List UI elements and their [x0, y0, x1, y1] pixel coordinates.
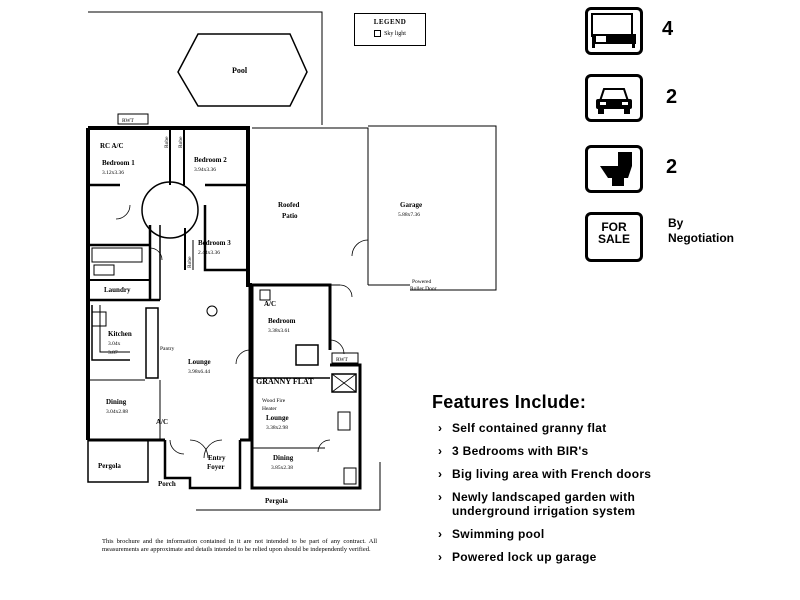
price-by: By — [668, 216, 684, 230]
bedrooms-count: 4 — [662, 18, 674, 40]
kitchen-dim-1: 3.04x — [108, 341, 121, 347]
rwt-right-label: RWT — [336, 357, 349, 363]
roofed-label: Roofed — [278, 201, 299, 209]
price-note: By Negotiation — [668, 216, 734, 246]
feature-item: Powered lock up garage — [438, 550, 762, 564]
gf-lounge-label: Lounge — [266, 414, 289, 422]
gf-heater-label: Heater — [262, 406, 277, 412]
features-heading: Features Include: — [432, 392, 587, 412]
garage-label: Garage — [400, 201, 422, 209]
feature-item: 3 Bedrooms with BIR's — [438, 444, 762, 458]
bathrooms-count: 2 — [666, 156, 678, 178]
gf-bedroom-dim: 3.38x3.61 — [268, 328, 290, 334]
feature-item: Swimming pool — [438, 527, 762, 541]
dining-dim: 3.04x2.88 — [106, 409, 128, 415]
pool-outline — [177, 33, 308, 107]
legend-row: Sky light — [355, 30, 425, 37]
bedroom1-dim: 3.12x3.36 — [102, 170, 124, 176]
toilet-icon — [585, 145, 643, 193]
bedroom2-label: Bedroom 2 — [194, 156, 227, 164]
car-icon — [585, 74, 643, 122]
ac-label: A/C — [156, 418, 168, 426]
garage-dim: 5.88x7.36 — [398, 212, 420, 218]
entry-label: Entry — [208, 454, 226, 462]
granny-ac-label: A/C — [264, 300, 276, 308]
legend-skylight-label: Sky light — [384, 30, 406, 37]
laundry-label: Laundry — [104, 286, 131, 294]
feature-item: Newly landscaped garden with underground… — [438, 490, 682, 518]
gf-dining-dim: 3.85x2.38 — [271, 465, 293, 471]
kitchen-label: Kitchen — [108, 330, 132, 338]
dining-label: Dining — [106, 398, 127, 406]
rc-ac-label: RC A/C — [100, 142, 124, 150]
skylight-legend-icon — [374, 30, 382, 37]
lounge-dim: 3.98x6.44 — [188, 369, 210, 375]
legend-title: LEGEND — [373, 18, 407, 26]
roller-door-label: Roller Door — [410, 286, 437, 292]
kitchen-dim-2: 3.87 — [108, 350, 118, 356]
robe-label-1: Robe — [164, 136, 170, 148]
garage-count: 2 — [666, 86, 678, 108]
pergola-bottom-label: Pergola — [265, 497, 288, 505]
for-sale-sign-icon: FOR SALE — [585, 212, 643, 262]
robe-label-2: Robe — [178, 136, 184, 148]
pergola-left-label: Pergola — [98, 462, 121, 470]
foyer-label: Foyer — [207, 463, 225, 471]
bedroom3-dim: 2.44x3.36 — [198, 250, 220, 256]
gf-lounge-dim: 3.38x2.98 — [266, 425, 288, 431]
gf-dining-label: Dining — [273, 454, 294, 462]
pool-label: Pool — [232, 66, 248, 75]
robe-label-3: Robe — [187, 256, 193, 268]
disclaimer-text: This brochure and the information contai… — [102, 538, 377, 553]
feature-item: Big living area with French doors — [438, 467, 762, 481]
bedroom1-label: Bedroom 1 — [102, 159, 135, 167]
gf-woodfire-label: Wood Fire — [262, 398, 286, 404]
patio-label: Patio — [282, 212, 298, 220]
rwt-top-label: RWT — [122, 118, 135, 124]
pantry-label: Pantry — [160, 346, 175, 352]
bed-icon — [585, 7, 643, 55]
powered-label: Powered — [412, 279, 431, 285]
bedroom2-dim: 3.94x3.36 — [194, 167, 216, 173]
granny-flat-label: GRANNY FLAT — [256, 377, 314, 386]
bedroom3-label: Bedroom 3 — [198, 239, 231, 247]
price-negotiation: Negotiation — [668, 231, 734, 245]
features-section: Features Include: Self contained granny … — [432, 392, 762, 573]
legend-box: LEGEND Sky light — [354, 13, 426, 46]
for-sale-line2: SALE — [597, 232, 630, 246]
features-list: Self contained granny flat 3 Bedrooms wi… — [432, 421, 762, 564]
lounge-label: Lounge — [188, 358, 211, 366]
feature-item: Self contained granny flat — [438, 421, 762, 435]
for-sale-line1: FOR — [601, 220, 627, 234]
porch-label: Porch — [158, 480, 176, 488]
gf-bedroom-label: Bedroom — [268, 317, 296, 325]
